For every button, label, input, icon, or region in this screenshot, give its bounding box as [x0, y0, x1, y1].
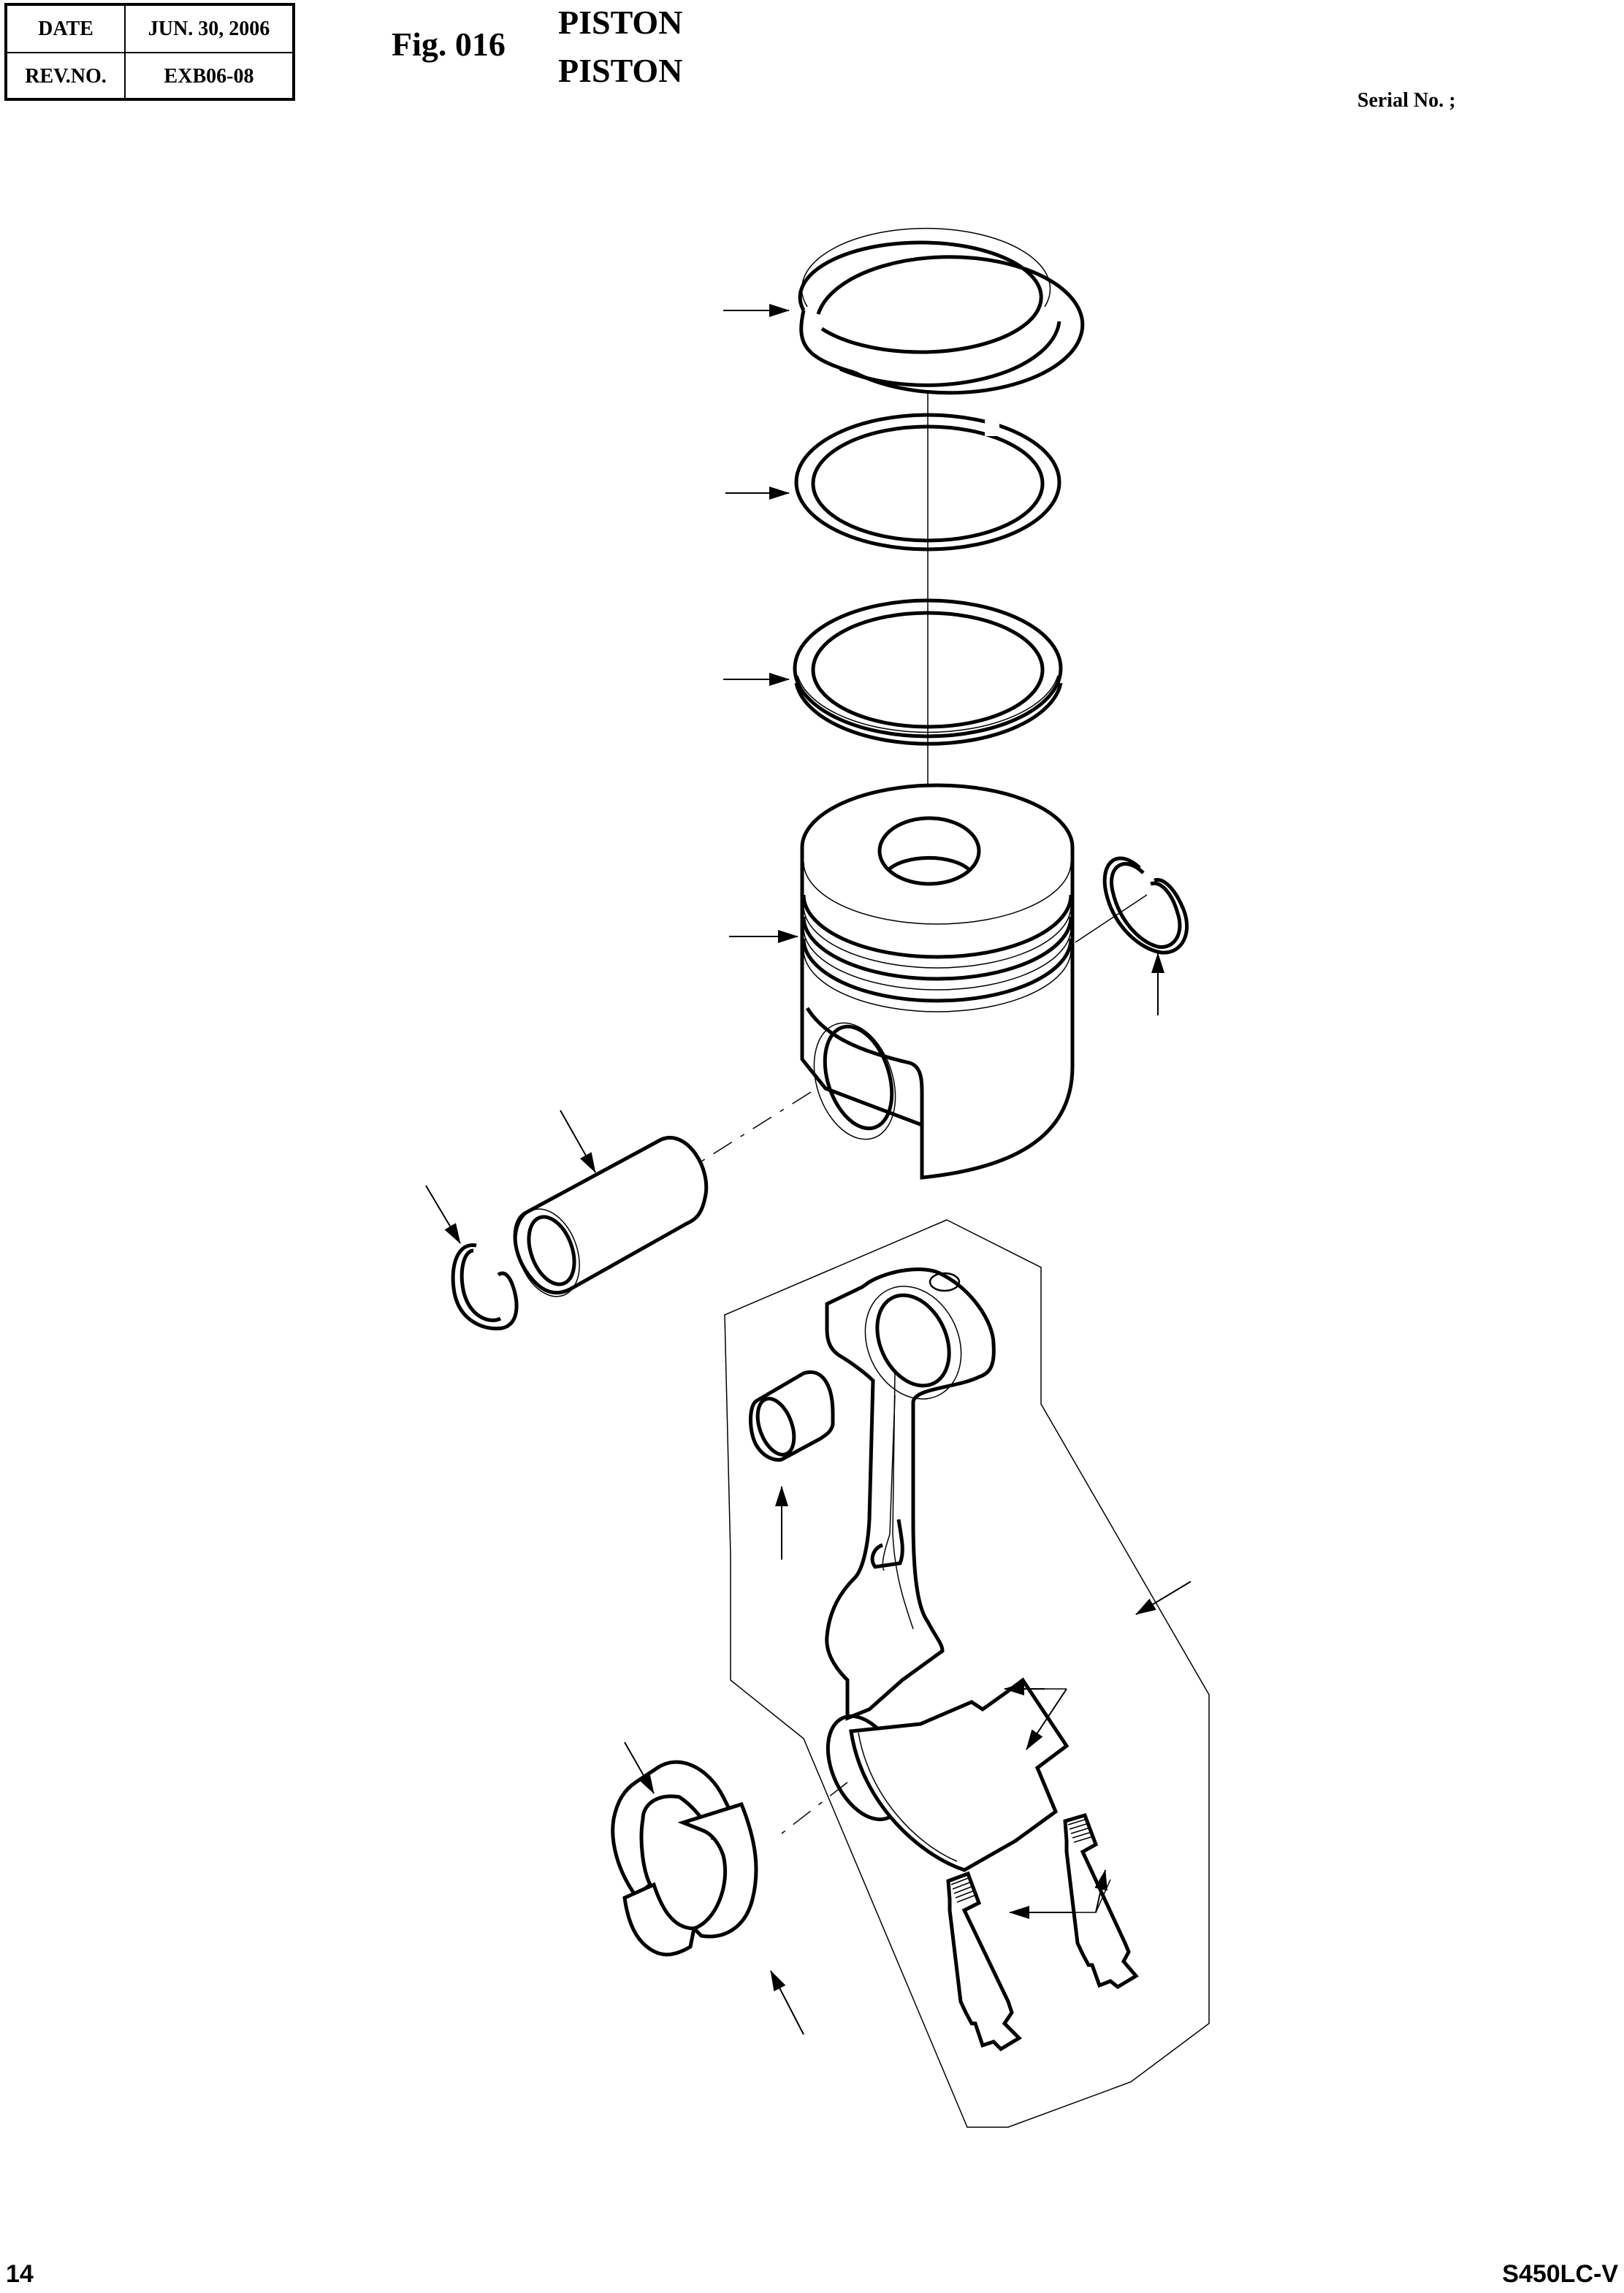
snap-ring-right [1102, 856, 1189, 1015]
connecting-rod-bolts [946, 1812, 1139, 2052]
small-end-bushing [749, 1370, 835, 1560]
connecting-rod-assembly-boundary [724, 1219, 1210, 2128]
big-end-axis-line [781, 1782, 848, 1834]
rod-cap [849, 1677, 1070, 1872]
serial-number-label: Serial No. ; [1357, 89, 1456, 112]
revision-info-table: DATE JUN. 30, 2006 REV.NO. EXB06-08 [4, 3, 295, 101]
model-code: S450LC-V [1502, 2260, 1618, 2288]
piston-pin [513, 1110, 709, 1297]
revision-row: REV.NO. EXB06-08 [7, 52, 292, 99]
rod-bolt-left [946, 1871, 1023, 2052]
figure-title-secondary: PISTON [558, 52, 683, 89]
figure-number: Fig. 016 [392, 26, 506, 63]
piston [729, 783, 1075, 1180]
revision-label: REV.NO. [7, 53, 126, 99]
revision-value: EXB06-08 [164, 64, 254, 88]
pin-axis-line [701, 1091, 812, 1162]
second-compression-ring [725, 413, 1061, 552]
snap-ring-axis-line [1075, 894, 1148, 943]
top-compression-ring [723, 227, 1085, 395]
oil-control-ring [723, 598, 1063, 746]
date-row: DATE JUN. 30, 2006 [7, 6, 292, 52]
figure-title-primary: PISTON [558, 4, 683, 41]
snap-ring-left [425, 1185, 519, 1331]
conrod-callout-arrow [1135, 1581, 1192, 1615]
page-number: 14 [6, 2260, 34, 2288]
date-value: JUN. 30, 2006 [148, 17, 270, 40]
big-end-bearing [611, 1741, 804, 2035]
date-label: DATE [7, 6, 126, 52]
